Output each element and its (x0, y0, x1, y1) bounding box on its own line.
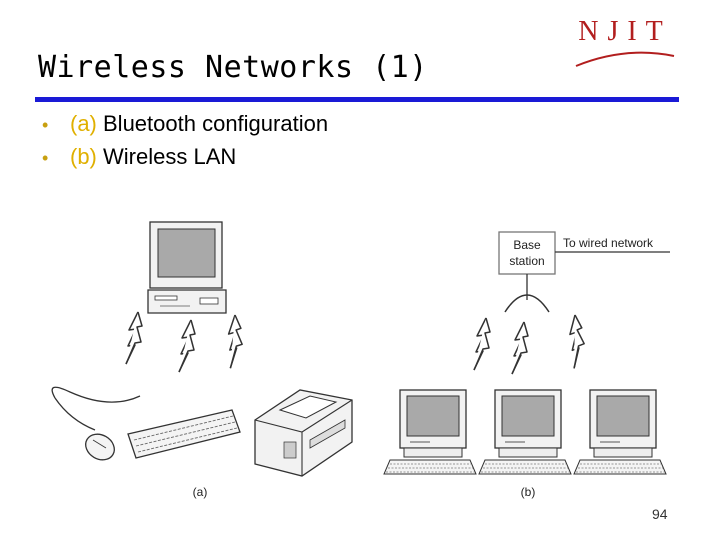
lan-computer-icon (383, 389, 477, 475)
base-station-label-line2: station (509, 254, 544, 268)
wireless-signal-icon (178, 319, 196, 373)
diagram-label-a: (a) (193, 485, 208, 499)
njit-logo: NJIT (570, 16, 680, 70)
slide-title: Wireless Networks (1) (38, 50, 428, 85)
title-rule (35, 97, 679, 102)
bullet-tag: (a) (70, 111, 97, 136)
mouse-icon (51, 386, 141, 461)
wireless-signal-icon (473, 317, 491, 371)
wireless-signal-icon (511, 321, 529, 375)
printer-icon (254, 389, 353, 477)
logo-text: NJIT (578, 16, 672, 47)
diagram-label-b: (b) (521, 485, 536, 499)
bullet-text: Wireless LAN (96, 144, 237, 169)
wireless-signal-icon (562, 313, 591, 370)
page-number: 94 (652, 506, 668, 522)
antenna-icon (504, 294, 550, 313)
bullet-item-a: • (a) Bluetooth configuration (42, 108, 328, 141)
base-station: Base station (498, 231, 670, 313)
wireless-signal-icon (222, 313, 247, 369)
logo-swoosh-icon (575, 51, 675, 67)
bluetooth-desktop-icon (147, 221, 227, 314)
bullet-dot-icon: • (42, 115, 49, 135)
wired-network-label: To wired network (563, 236, 654, 250)
bullet-dot-icon: • (42, 148, 49, 168)
keyboard-icon (127, 409, 241, 459)
lan-computer-icon (573, 389, 667, 475)
bullet-text: Bluetooth configuration (96, 111, 329, 136)
wireless-signal-icon (125, 311, 143, 365)
lan-computer-icon (478, 389, 572, 475)
base-station-label-line1: Base (513, 238, 541, 252)
bullet-list: • (a) Bluetooth configuration • (b) Wirele… (42, 108, 328, 174)
bullet-tag: (b) (70, 144, 97, 169)
bullet-item-b: • (b) Wireless LAN (42, 141, 328, 174)
